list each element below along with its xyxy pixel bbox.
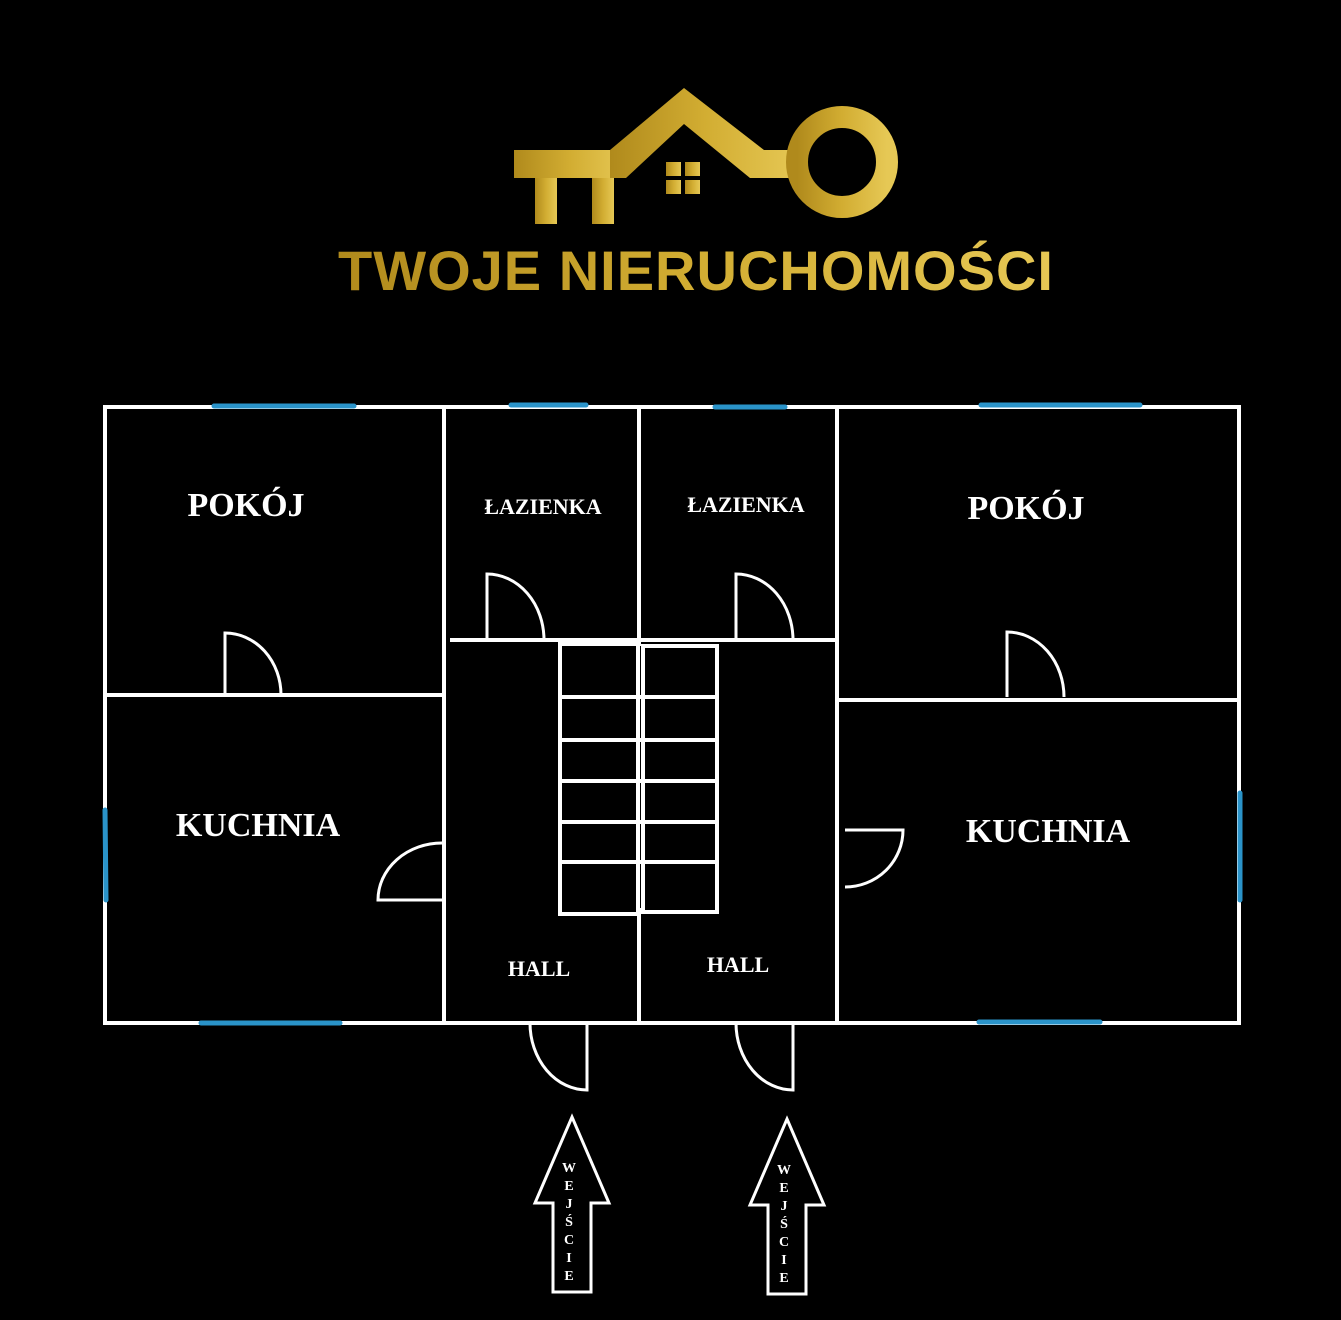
doors: [223, 572, 1066, 1092]
svg-text:J: J: [566, 1197, 573, 1212]
outer-walls: [103, 405, 1241, 1025]
room-label-pokoj-left: POKÓJ: [187, 486, 304, 524]
room-label-hall-left: HALL: [508, 956, 570, 981]
svg-text:I: I: [566, 1251, 571, 1266]
brand-name: TWOJE NIERUCHOMOŚCI: [338, 239, 1054, 302]
room-label-kuchnia-right: KUCHNIA: [966, 813, 1131, 850]
logo-key-house-icon: [514, 88, 898, 224]
svg-text:E: E: [779, 1181, 788, 1196]
room-label-kuchnia-left: KUCHNIA: [176, 807, 341, 844]
svg-text:I: I: [781, 1253, 786, 1268]
entrance-arrow-right-icon: W E J Ś C I E: [747, 1115, 827, 1296]
room-label-lazienka-left: ŁAZIENKA: [484, 494, 601, 519]
svg-text:Ś: Ś: [565, 1213, 573, 1230]
svg-text:E: E: [564, 1179, 573, 1194]
svg-text:J: J: [781, 1199, 788, 1214]
staircase: [558, 642, 719, 916]
windows: [102, 402, 1243, 1026]
svg-text:C: C: [564, 1233, 574, 1248]
room-label-lazienka-right: ŁAZIENKA: [687, 492, 804, 517]
room-label-hall-right: HALL: [707, 952, 769, 977]
svg-text:E: E: [779, 1271, 788, 1286]
svg-text:C: C: [779, 1235, 789, 1250]
entrance-arrow-left-icon: W E J Ś C I E: [532, 1113, 612, 1294]
svg-text:W: W: [777, 1163, 791, 1178]
svg-text:Ś: Ś: [780, 1215, 788, 1232]
svg-text:E: E: [564, 1269, 573, 1284]
svg-text:W: W: [562, 1161, 576, 1176]
room-label-pokoj-right: POKÓJ: [967, 489, 1084, 527]
